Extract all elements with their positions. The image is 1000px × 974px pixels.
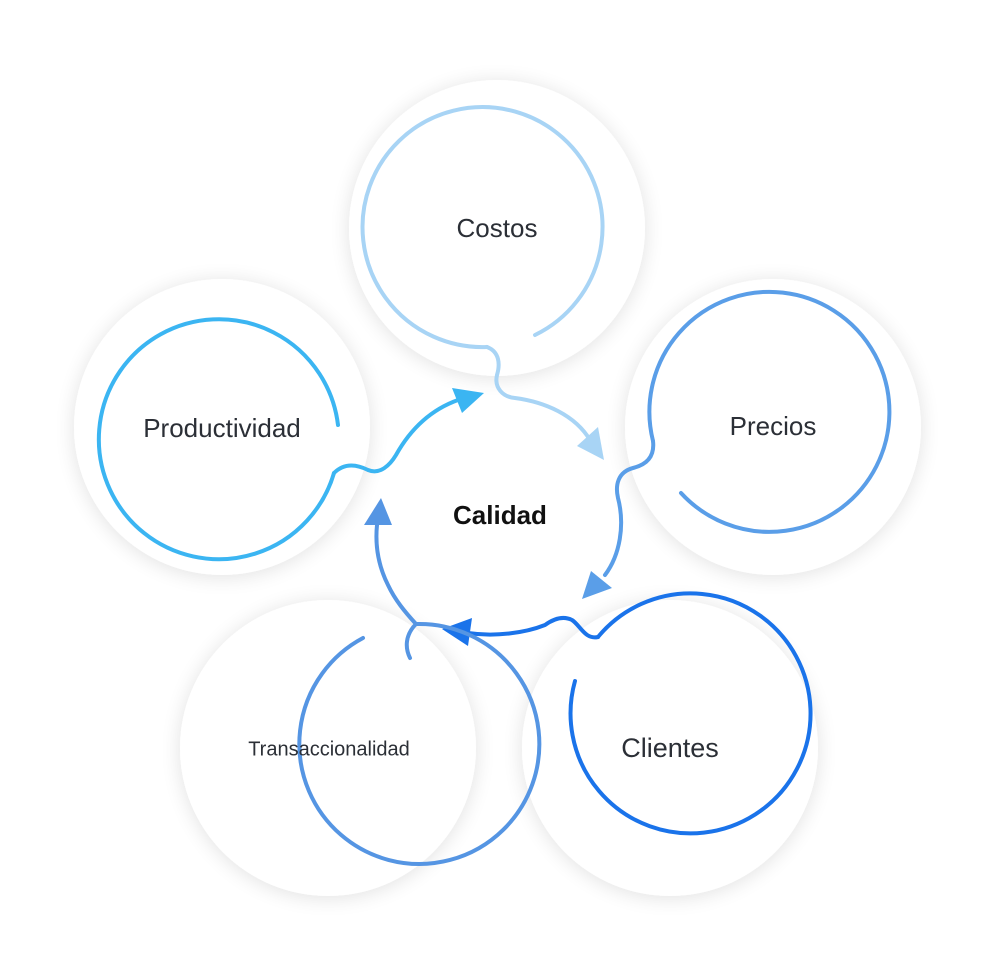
arrow-precios-icon [582,571,612,599]
center-circle [380,397,620,637]
label-productividad: Productividad [143,413,301,443]
label-center: Calidad [453,500,547,530]
disc-transaccionalidad [180,600,476,896]
disc-costos [349,80,645,376]
label-costos: Costos [457,213,538,243]
arrow-costos-icon [577,427,604,460]
disc-productividad [74,279,370,575]
label-precios: Precios [730,411,817,441]
arrow-transaccionalidad-icon [364,498,392,525]
label-clientes: Clientes [621,733,719,763]
label-transaccionalidad: Transaccionalidad [248,738,410,760]
ring-costos [360,105,605,460]
ring-transaccionalidad [297,498,542,866]
arrow-productividad-icon [452,388,484,413]
ring-productividad [96,317,484,562]
ring-precios [582,289,892,599]
